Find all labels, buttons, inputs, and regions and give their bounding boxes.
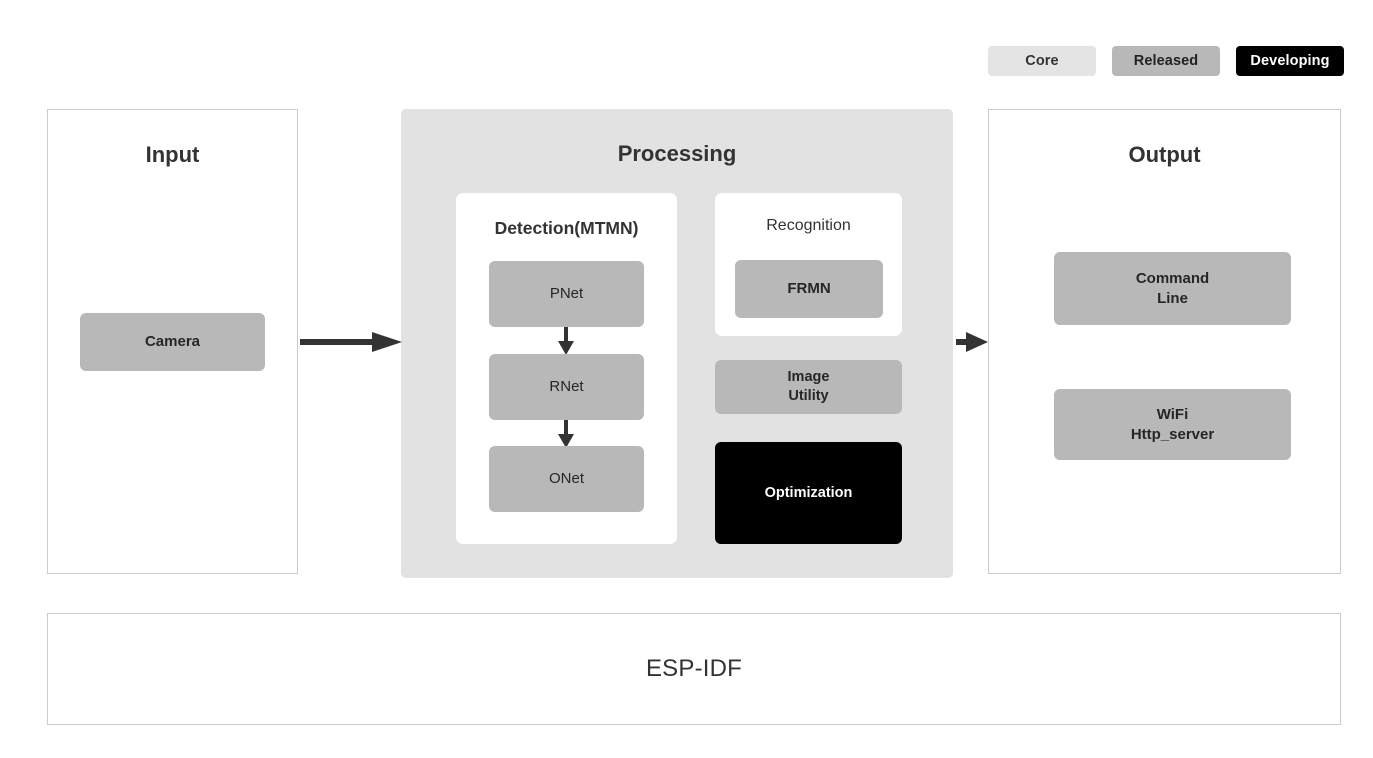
- output-panel-title: Output: [1128, 142, 1201, 167]
- node-pnet-label: PNet: [549, 285, 584, 303]
- legend-label-released: Released: [1133, 53, 1199, 69]
- legend-label-core: Core: [1025, 53, 1059, 69]
- node-image-utility: Image Utility: [715, 360, 902, 414]
- arrow-pnet-to-rnet-icon: [558, 327, 574, 355]
- arrow-processing-to-output-icon: [956, 332, 988, 352]
- node-pnet: PNet: [489, 261, 644, 327]
- node-rnet: RNet: [489, 354, 644, 420]
- node-frmn: FRMN: [735, 260, 883, 318]
- recognition-panel-title: Recognition: [766, 217, 851, 234]
- input-panel-title: Input: [145, 142, 200, 167]
- esp-idf-panel: ESP-IDF: [47, 613, 1341, 725]
- esp-idf-label: ESP-IDF: [645, 655, 743, 682]
- legend-badge-developing: Developing: [1236, 46, 1344, 76]
- node-wifi-http-server-label: WiFi Http_server: [1130, 406, 1215, 443]
- node-command-line: Command Line: [1054, 252, 1291, 325]
- processing-panel-title: Processing: [617, 141, 737, 166]
- legend-badge-core: Core: [988, 46, 1096, 76]
- node-image-utility-label: Image Utility: [787, 369, 830, 404]
- node-camera: Camera: [80, 313, 265, 371]
- node-onet: ONet: [489, 446, 644, 512]
- output-panel: Output: [988, 109, 1341, 574]
- arrow-rnet-to-onet-icon: [558, 420, 574, 448]
- node-optimization-label: Optimization: [764, 484, 853, 501]
- node-wifi-http-server: WiFi Http_server: [1054, 389, 1291, 460]
- detection-panel-title: Detection(MTMN): [494, 218, 639, 238]
- node-onet-label: ONet: [548, 470, 584, 488]
- node-optimization: Optimization: [715, 442, 902, 544]
- node-rnet-label: RNet: [549, 378, 584, 396]
- node-command-line-label: Command Line: [1135, 270, 1210, 307]
- legend-label-developing: Developing: [1250, 53, 1330, 69]
- node-camera-label: Camera: [144, 333, 201, 351]
- node-frmn-label: FRMN: [787, 280, 831, 298]
- legend-badge-released: Released: [1112, 46, 1220, 76]
- arrow-input-to-processing-icon: [300, 332, 402, 352]
- legend: Core Released Developing: [988, 46, 1344, 76]
